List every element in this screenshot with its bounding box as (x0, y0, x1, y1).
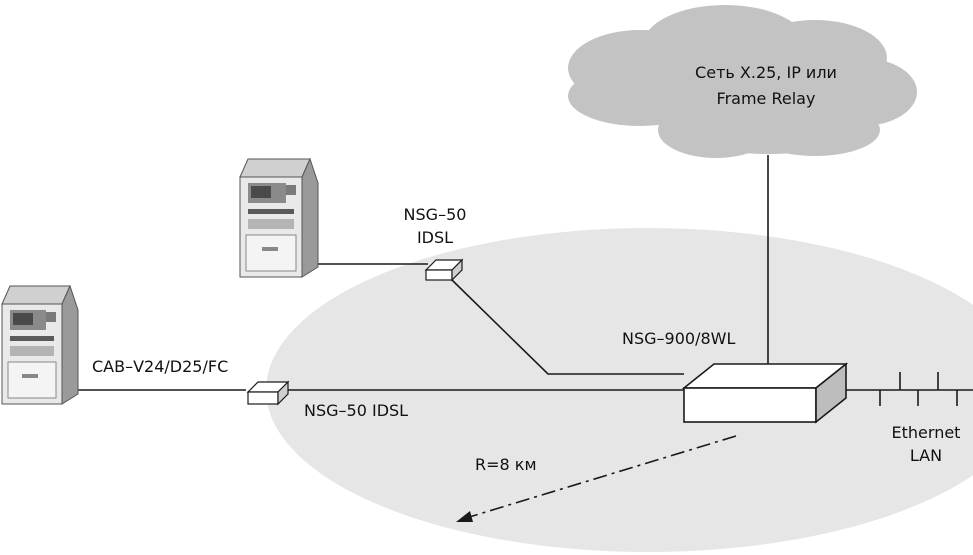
nsg50-top-label-line2: IDSL (417, 228, 453, 247)
nsg900-label: NSG–900/8WL (622, 329, 735, 348)
nsg50-bottom-label: NSG–50 IDSL (304, 401, 408, 420)
lan-label-line2: LAN (910, 446, 942, 465)
modem-icon (248, 382, 288, 404)
nsg50-top-label-line1: NSG–50 (404, 205, 467, 224)
cable-label: CAB–V24/D25/FC (92, 357, 228, 376)
atm-icon (240, 159, 318, 277)
cloud-label-line2: Frame Relay (717, 89, 816, 108)
lan-label-line1: Ethernet (892, 423, 961, 442)
cloud-label-line1: Сеть X.25, IP или (695, 63, 837, 82)
router-icon (684, 364, 846, 422)
atm-icon (2, 286, 78, 404)
radius-label: R=8 км (475, 455, 537, 474)
